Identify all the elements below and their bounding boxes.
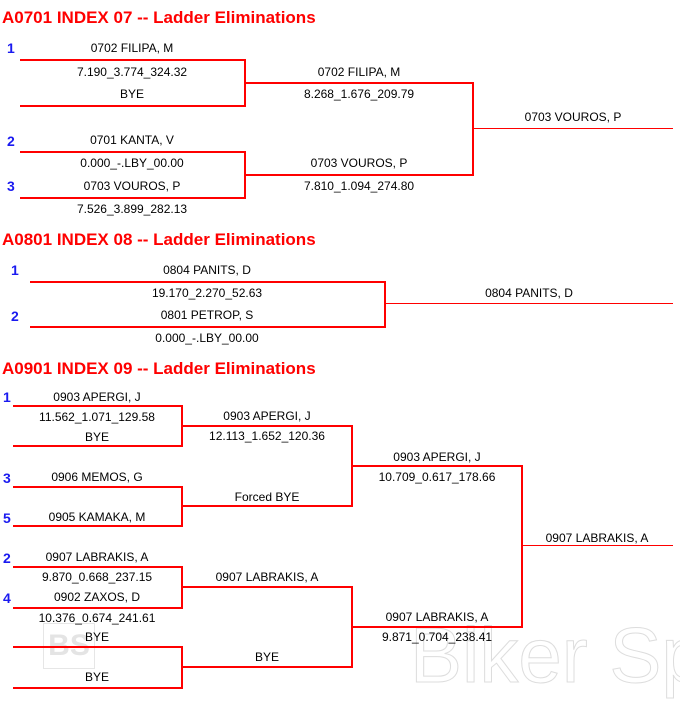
bracket-line (13, 687, 183, 689)
competitor-name: 0907 LABRAKIS, A (385, 610, 489, 624)
bracket-line (182, 425, 353, 427)
bracket-title: A0701 INDEX 07 -- Ladder Eliminations (2, 8, 316, 27)
bracket-line (20, 197, 246, 199)
competitor-name: 0701 KANTA, V (90, 133, 174, 147)
bracket-line (20, 151, 246, 153)
watermark-text: Biker Sp (410, 611, 680, 700)
bracket-line (352, 626, 523, 628)
competitor-name: 0903 APERGI, J (223, 409, 311, 423)
competitor-name: 0906 MEMOS, G (51, 470, 143, 484)
run-result: 11.562_1.071_129.58 (39, 410, 155, 424)
bye-label: BYE (84, 630, 109, 644)
seed-number: 2 (7, 133, 15, 149)
run-result: 12.113_1.652_120.36 (209, 429, 325, 443)
bracket-line (245, 82, 474, 84)
competitor-name: 0703 VOUROS, P (310, 156, 408, 170)
bracket-line (385, 303, 673, 304)
seed-number: 3 (3, 470, 11, 486)
bracket-winner: 0907 LABRAKIS, A (545, 531, 649, 545)
bracket-connector (521, 465, 523, 628)
run-result: 8.268_1.676_209.79 (303, 87, 415, 101)
bracket-winner: 0804 PANITS, D (485, 286, 573, 300)
bracket-line (13, 566, 183, 568)
bracket-line (182, 505, 353, 507)
seed-number: 2 (11, 308, 19, 324)
bracket-line (13, 445, 183, 447)
seed-number: 1 (3, 389, 11, 405)
bracket-line (30, 281, 386, 283)
competitor-name: 0907 LABRAKIS, A (215, 570, 319, 584)
run-result: 0.000_-.LBY_00.00 (80, 156, 184, 170)
bye-label: BYE (84, 430, 109, 444)
bracket-line (352, 465, 523, 467)
run-result: 7.810_1.094_274.80 (303, 179, 415, 193)
run-result: 9.871_0.704_238.41 (381, 630, 493, 644)
competitor-name: 0703 VOUROS, P (83, 179, 181, 193)
bracket-line (13, 405, 183, 407)
bracket-line (13, 486, 183, 488)
competitor-name: 0702 FILIPA, M (90, 41, 174, 55)
bracket-line (182, 586, 353, 588)
seed-number: 1 (11, 262, 19, 278)
bracket-line (13, 607, 183, 609)
seed-number: 3 (7, 178, 15, 194)
seed-number: 1 (7, 40, 15, 56)
bye-label: BYE (84, 670, 109, 684)
bracket-line (13, 646, 183, 648)
seed-number: 5 (3, 510, 11, 526)
competitor-name: 0903 APERGI, J (53, 390, 141, 404)
bracket-title: A0801 INDEX 08 -- Ladder Eliminations (2, 230, 316, 249)
bye-label: BYE (254, 650, 279, 664)
bracket-line (245, 174, 474, 176)
competitor-name: 0905 KAMAKA, M (48, 510, 146, 524)
seed-number: 4 (3, 590, 11, 606)
run-result: 7.526_3.899_282.13 (76, 202, 188, 216)
competitor-name: 0903 APERGI, J (393, 450, 481, 464)
bracket-line (13, 525, 183, 527)
bracket-line (20, 59, 246, 61)
competitor-name: 0907 LABRAKIS, A (45, 550, 149, 564)
competitor-name: 0801 PETROP, S (160, 308, 254, 322)
bracket-line (30, 326, 386, 328)
run-result: 10.376_0.674_241.61 (38, 611, 156, 625)
run-result: 7.190_3.774_324.32 (76, 65, 188, 79)
forced-bye-label: Forced BYE (234, 490, 300, 504)
run-result: 19.170_2.270_52.63 (151, 286, 263, 300)
bracket-line (182, 666, 353, 668)
bracket-title: A0901 INDEX 09 -- Ladder Eliminations (2, 359, 316, 378)
bracket-connector (472, 82, 474, 176)
run-result: 9.870_0.668_237.15 (41, 570, 153, 584)
bye-label: BYE (119, 87, 144, 101)
competitor-name: 0804 PANITS, D (163, 263, 251, 277)
competitor-name: 0702 FILIPA, M (317, 65, 401, 79)
competitor-name: 0902 ZAXOS, D (53, 590, 141, 604)
run-result: 10.709_0.617_178.66 (378, 470, 496, 484)
bracket-connector (384, 281, 386, 328)
bracket-line (473, 128, 673, 129)
bracket-line (20, 105, 246, 107)
bracket-winner: 0703 VOUROS, P (524, 110, 622, 124)
run-result: 0.000_-.LBY_00.00 (155, 331, 259, 345)
seed-number: 2 (3, 550, 11, 566)
bracket-line (522, 545, 673, 546)
